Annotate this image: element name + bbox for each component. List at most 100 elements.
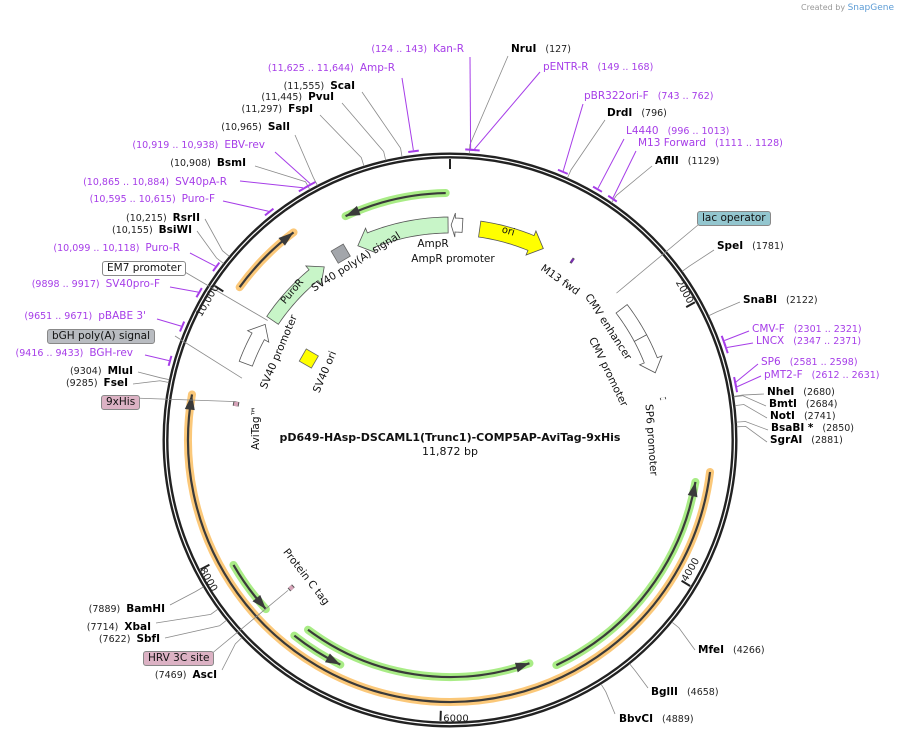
enzyme-name: XbaI bbox=[124, 621, 151, 633]
primer-range: (2301 .. 2321) bbox=[793, 324, 862, 335]
enzyme-leader-line bbox=[600, 683, 616, 715]
enzyme-name: BsaBI * bbox=[771, 422, 814, 434]
enzyme-name: MfeI bbox=[698, 644, 725, 656]
enzyme-name: BglII bbox=[651, 686, 678, 698]
primer-mark bbox=[734, 381, 739, 393]
enzyme-name: SnaBI bbox=[743, 294, 778, 306]
primer-label: M13 Forward(1111 .. 1128) bbox=[638, 138, 783, 150]
enzyme-site: (9285) bbox=[65, 378, 98, 389]
primer-label: SP6(2581 .. 2598) bbox=[761, 357, 858, 369]
enzyme-name: RsrII bbox=[172, 212, 200, 224]
enzyme-leader-line bbox=[629, 663, 649, 689]
primer-leader-line bbox=[144, 354, 170, 362]
enzyme-leader-line bbox=[733, 395, 767, 407]
enzyme-leader-line bbox=[221, 637, 243, 671]
feature-cmv-promoter-shape bbox=[633, 334, 663, 374]
primer-label: pBR322ori-F(743 .. 762) bbox=[584, 91, 713, 103]
tick-mark bbox=[685, 301, 696, 309]
primer-name: Amp-R bbox=[359, 62, 395, 74]
primer-name: pENTR-R bbox=[543, 61, 589, 73]
feature-ampr-promoter bbox=[450, 212, 464, 238]
primer-name: Puro-F bbox=[181, 193, 215, 205]
primer-range: (9898 .. 9917) bbox=[31, 279, 100, 290]
enzyme-label: BglII (4658) bbox=[651, 686, 719, 699]
enzyme-label: (7469)AscI bbox=[155, 670, 217, 682]
primer-leader-line bbox=[469, 56, 472, 149]
primer-label: pMT2-F(2612 .. 2631) bbox=[764, 369, 880, 382]
feature-leader-line bbox=[177, 267, 268, 321]
primer-range: (10,919 .. 10,938) bbox=[132, 140, 219, 151]
primer-mark bbox=[167, 355, 173, 367]
enzyme-leader-line bbox=[204, 218, 230, 257]
enzyme-site: (10,908) bbox=[170, 158, 211, 169]
enzyme-label: (11,555)ScaI bbox=[283, 81, 355, 93]
enzyme-site: (4658) bbox=[686, 687, 719, 698]
feature-sv40-poly-a-signal bbox=[330, 243, 351, 264]
enzyme-leader-line bbox=[341, 102, 387, 161]
enzyme-label: NheI(2680) bbox=[767, 386, 835, 399]
primer-mark bbox=[468, 148, 480, 152]
feature-box-label: HRV 3C site bbox=[143, 651, 215, 666]
feature-ampr-promoter-shape bbox=[450, 212, 464, 238]
enzyme-leader-line bbox=[468, 55, 509, 154]
enzyme-name: FseI bbox=[103, 377, 128, 389]
primer-range: (1111 .. 1128) bbox=[714, 138, 783, 149]
feature-cmv-promoter bbox=[633, 334, 663, 374]
enzyme-site: (10,155) bbox=[112, 225, 153, 236]
primer-name: pMT2-F bbox=[764, 369, 803, 381]
feature-puror-shape bbox=[266, 265, 325, 325]
orf-arc-line bbox=[555, 481, 697, 667]
primer-label: (11,625 .. 11,644) Amp-R bbox=[267, 62, 395, 75]
primer-label: LNCX(2347 .. 2371) bbox=[756, 335, 861, 348]
primer-range: (996 .. 1013) bbox=[667, 126, 730, 137]
enzyme-label: NruI(127) bbox=[511, 44, 571, 56]
primer-label: L4440(996 .. 1013) bbox=[626, 126, 730, 138]
primer-label: (9416 .. 9433)BGH-rev bbox=[16, 348, 133, 360]
enzyme-name: PvuI bbox=[308, 91, 334, 103]
enzyme-leader-line bbox=[132, 380, 169, 385]
orf-arc bbox=[303, 625, 534, 681]
primer-leader-line bbox=[274, 151, 311, 185]
feature-leader-line bbox=[209, 590, 289, 656]
enzyme-name: SalI bbox=[267, 121, 290, 133]
enzyme-name: BamHI bbox=[126, 603, 165, 615]
primer-name: LNCX bbox=[756, 335, 785, 347]
enzyme-name: SgrAI bbox=[770, 434, 803, 446]
enzyme-label: (7889)BamHI bbox=[89, 603, 165, 616]
primer-label: (9651 .. 9671)pBABE 3' bbox=[24, 311, 146, 323]
enzyme-name: BbvCI bbox=[619, 713, 653, 725]
orf-arrowhead bbox=[345, 205, 361, 217]
enzyme-site: (2850) bbox=[822, 423, 854, 434]
enzyme-name: AflII bbox=[655, 155, 679, 167]
enzyme-site: (2122) bbox=[786, 295, 818, 306]
enzyme-site: (7714) bbox=[86, 622, 119, 633]
primer-mark bbox=[195, 287, 203, 298]
enzyme-site: (7622) bbox=[98, 634, 131, 645]
primer-leader-line bbox=[169, 286, 199, 293]
enzyme-name: BsiWI bbox=[158, 224, 192, 236]
feature-box-label: lac operator bbox=[697, 211, 771, 226]
primer-name: Kan-R bbox=[433, 43, 464, 55]
tick-label: 6000 bbox=[443, 713, 469, 725]
enzyme-leader-line bbox=[196, 230, 224, 264]
enzyme-leader-line bbox=[736, 425, 768, 443]
feature-protein-c-tag bbox=[288, 585, 295, 591]
plasmid-length: 11,872 bp bbox=[422, 445, 478, 458]
enzyme-site: (11,555) bbox=[283, 81, 325, 92]
feature-label: AmpR promoter bbox=[411, 253, 495, 265]
enzyme-name: NheI bbox=[767, 386, 795, 398]
enzyme-leader-line bbox=[155, 608, 219, 624]
enzyme-label: (7622)SbfI bbox=[98, 634, 160, 646]
primer-leader-line bbox=[726, 342, 754, 348]
enzyme-name: BsmI bbox=[216, 157, 246, 169]
primer-range: (10,099 .. 10,118) bbox=[53, 243, 140, 254]
primer-label: (10,099 .. 10,118)Puro-R bbox=[53, 243, 180, 255]
enzyme-label: (10,908) BsmI bbox=[170, 157, 246, 170]
plasmid-name: pD649-HAsp-DSCAML1(Trunc1)-COMP5AP-AviTa… bbox=[279, 431, 621, 444]
primer-range: (11,625 .. 11,644) bbox=[267, 63, 354, 74]
enzyme-leader-line bbox=[681, 249, 715, 272]
enzyme-site: (1129) bbox=[687, 156, 720, 167]
tick-mark bbox=[214, 285, 224, 293]
feature-label: AmpR bbox=[417, 238, 449, 250]
